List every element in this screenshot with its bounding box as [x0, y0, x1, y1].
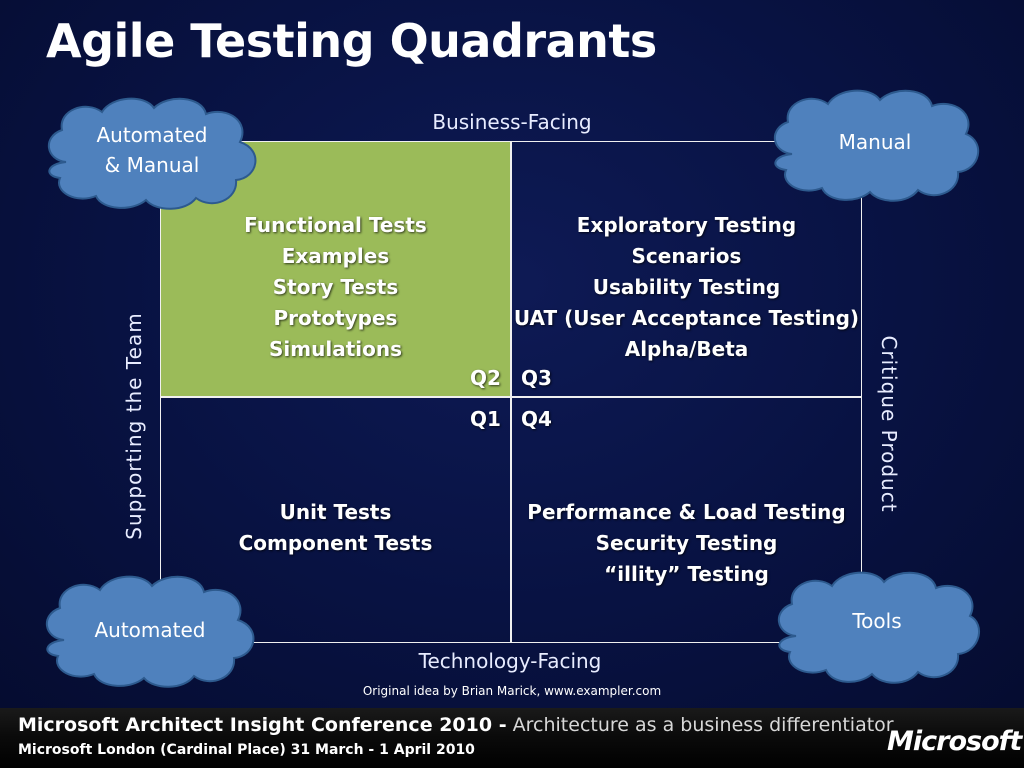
q1-item: Component Tests	[238, 531, 433, 555]
cloud-bottom-left: Automated	[34, 570, 266, 692]
axis-label-right: Critique Product	[877, 335, 901, 513]
q3-item: Usability Testing	[592, 275, 781, 299]
quadrant-q2-items: Functional Tests Examples Story Tests Pr…	[160, 210, 511, 365]
cloud-shape-icon	[773, 89, 980, 202]
q2-item: Functional Tests	[244, 213, 427, 237]
cloud-top-left-line1: Automated	[96, 123, 208, 147]
q4-item: Performance & Load Testing	[527, 500, 846, 524]
footer-venue: Microsoft London (Cardinal Place) 31 Mar…	[18, 742, 475, 758]
q2-item: Simulations	[269, 337, 402, 361]
footer-conference: Microsoft Architect Insight Conference 2…	[18, 714, 507, 736]
footer-conference-line: Microsoft Architect Insight Conference 2…	[18, 714, 894, 736]
grid-horizontal-divider	[160, 396, 862, 398]
quadrant-label-q1: Q1	[470, 407, 501, 431]
cloud-bottom-left-line1: Automated	[94, 618, 206, 642]
cloud-top-left: Automated & Manual	[36, 92, 268, 214]
cloud-top-left-line2: & Manual	[104, 153, 200, 177]
axis-label-top: Business-Facing	[432, 110, 592, 134]
grid-vertical-divider	[510, 141, 512, 643]
credit-note: Original idea by Brian Marick, www.examp…	[362, 684, 662, 698]
q3-item: Exploratory Testing	[576, 213, 797, 237]
q3-item: UAT (User Acceptance Testing)	[513, 306, 860, 330]
cloud-shape-icon	[45, 575, 255, 688]
cloud-top-right-line1: Manual	[838, 130, 912, 154]
axis-label-left: Supporting the Team	[122, 312, 146, 540]
q2-item: Prototypes	[273, 306, 398, 330]
microsoft-logo: Microsoft	[887, 726, 1022, 757]
quadrant-label-q4: Q4	[521, 407, 552, 431]
q4-item: Security Testing	[595, 531, 778, 555]
cloud-shape-icon	[777, 571, 980, 684]
axis-label-bottom: Technology-Facing	[418, 649, 602, 673]
cloud-bottom-right: Tools	[766, 566, 988, 688]
slide-title: Agile Testing Quadrants	[46, 14, 657, 68]
q3-item: Scenarios	[631, 244, 742, 268]
cloud-shape-icon	[47, 97, 257, 210]
quadrant-label-q2: Q2	[470, 366, 501, 390]
footer-tagline: Architecture as a business differentiato…	[512, 714, 894, 736]
q2-item: Story Tests	[272, 275, 399, 299]
q4-item: “illity” Testing	[604, 562, 769, 586]
q1-item: Unit Tests	[279, 500, 392, 524]
quadrant-q1-items: Unit Tests Component Tests	[160, 497, 511, 559]
quadrant-q4-items: Performance & Load Testing Security Test…	[511, 497, 862, 590]
q2-item: Examples	[281, 244, 390, 268]
quadrant-label-q3: Q3	[521, 366, 552, 390]
q3-item: Alpha/Beta	[624, 337, 749, 361]
cloud-top-right: Manual	[762, 84, 988, 206]
quadrant-q3-items: Exploratory Testing Scenarios Usability …	[511, 210, 862, 365]
cloud-bottom-right-line1: Tools	[852, 609, 902, 633]
footer-bar	[0, 708, 1024, 768]
